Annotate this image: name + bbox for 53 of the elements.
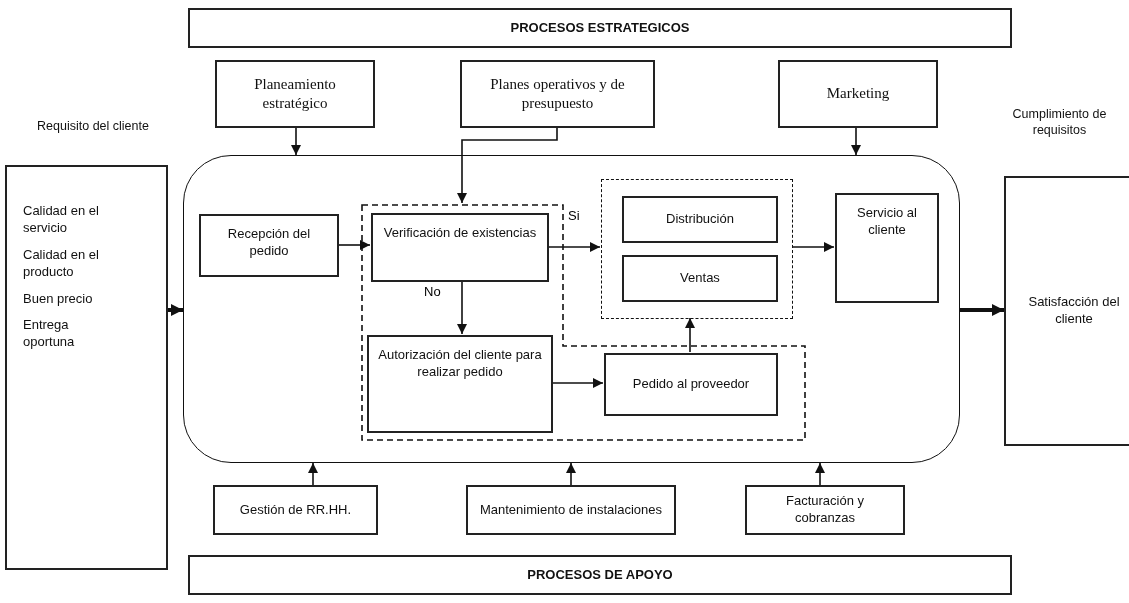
box-label: Planes operativos y de presupuesto — [489, 74, 626, 113]
dashed-group — [601, 179, 793, 319]
process-box — [835, 193, 939, 303]
process-box — [622, 196, 778, 243]
arrow — [685, 317, 695, 353]
process-box — [466, 485, 676, 535]
process-container — [183, 155, 960, 463]
dashed-group — [361, 204, 806, 441]
process-box — [778, 60, 938, 128]
box-label: Planeamiento estratégico — [253, 74, 337, 113]
requirement-text: Calidad en el servicio — [23, 203, 100, 237]
box-label: Servicio al cliente — [856, 205, 918, 239]
box-label: Recepción del pedido — [226, 226, 312, 260]
band-title: PROCESOS ESTRATEGICOS — [510, 19, 690, 37]
arrow — [851, 127, 861, 156]
process-box — [213, 485, 378, 535]
arrow — [168, 304, 183, 316]
box-label: Gestión de RR.HH. — [239, 501, 352, 519]
process-box — [371, 213, 549, 282]
requirements-box — [5, 165, 168, 570]
process-box — [199, 214, 339, 277]
box-label: Satisfacción del cliente — [1027, 294, 1121, 328]
requirement-text: Buen precio — [23, 290, 93, 308]
box-label: Marketing — [826, 84, 890, 104]
process-box — [604, 353, 778, 416]
box-label: Autorización del cliente para realizar pedido — [377, 347, 543, 381]
process-box — [215, 60, 375, 128]
process-band — [188, 555, 1012, 595]
arrow — [308, 462, 318, 486]
process-box — [460, 60, 655, 128]
box-label: Distribución — [666, 211, 734, 228]
band-title: PROCESOS DE APOYO — [527, 566, 673, 584]
process-box — [745, 485, 905, 535]
arrow — [815, 462, 825, 486]
arrow — [457, 280, 467, 335]
arrow — [457, 127, 558, 204]
process-box — [622, 255, 778, 302]
box-label: Pedido al proveedor — [632, 376, 750, 393]
side-label: Cumplimiento de requisitos — [1011, 106, 1108, 139]
result-box — [1004, 176, 1129, 446]
arrow — [566, 462, 576, 486]
requirement-text: Calidad en el producto — [23, 246, 100, 281]
box-label: Facturación y cobranzas — [784, 493, 865, 527]
box-label: Mantenimiento de instalaciones — [479, 501, 663, 519]
arrow — [291, 127, 301, 156]
box-label: Ventas — [680, 270, 720, 287]
arrow — [791, 242, 835, 252]
arrow — [960, 304, 1004, 316]
process-band — [188, 8, 1012, 48]
process-box — [367, 335, 553, 433]
box-label: Verificación de existencias — [383, 225, 537, 242]
requirement-text: Entrega oportuna — [23, 317, 76, 352]
side-label: Requisito del cliente — [36, 118, 150, 135]
